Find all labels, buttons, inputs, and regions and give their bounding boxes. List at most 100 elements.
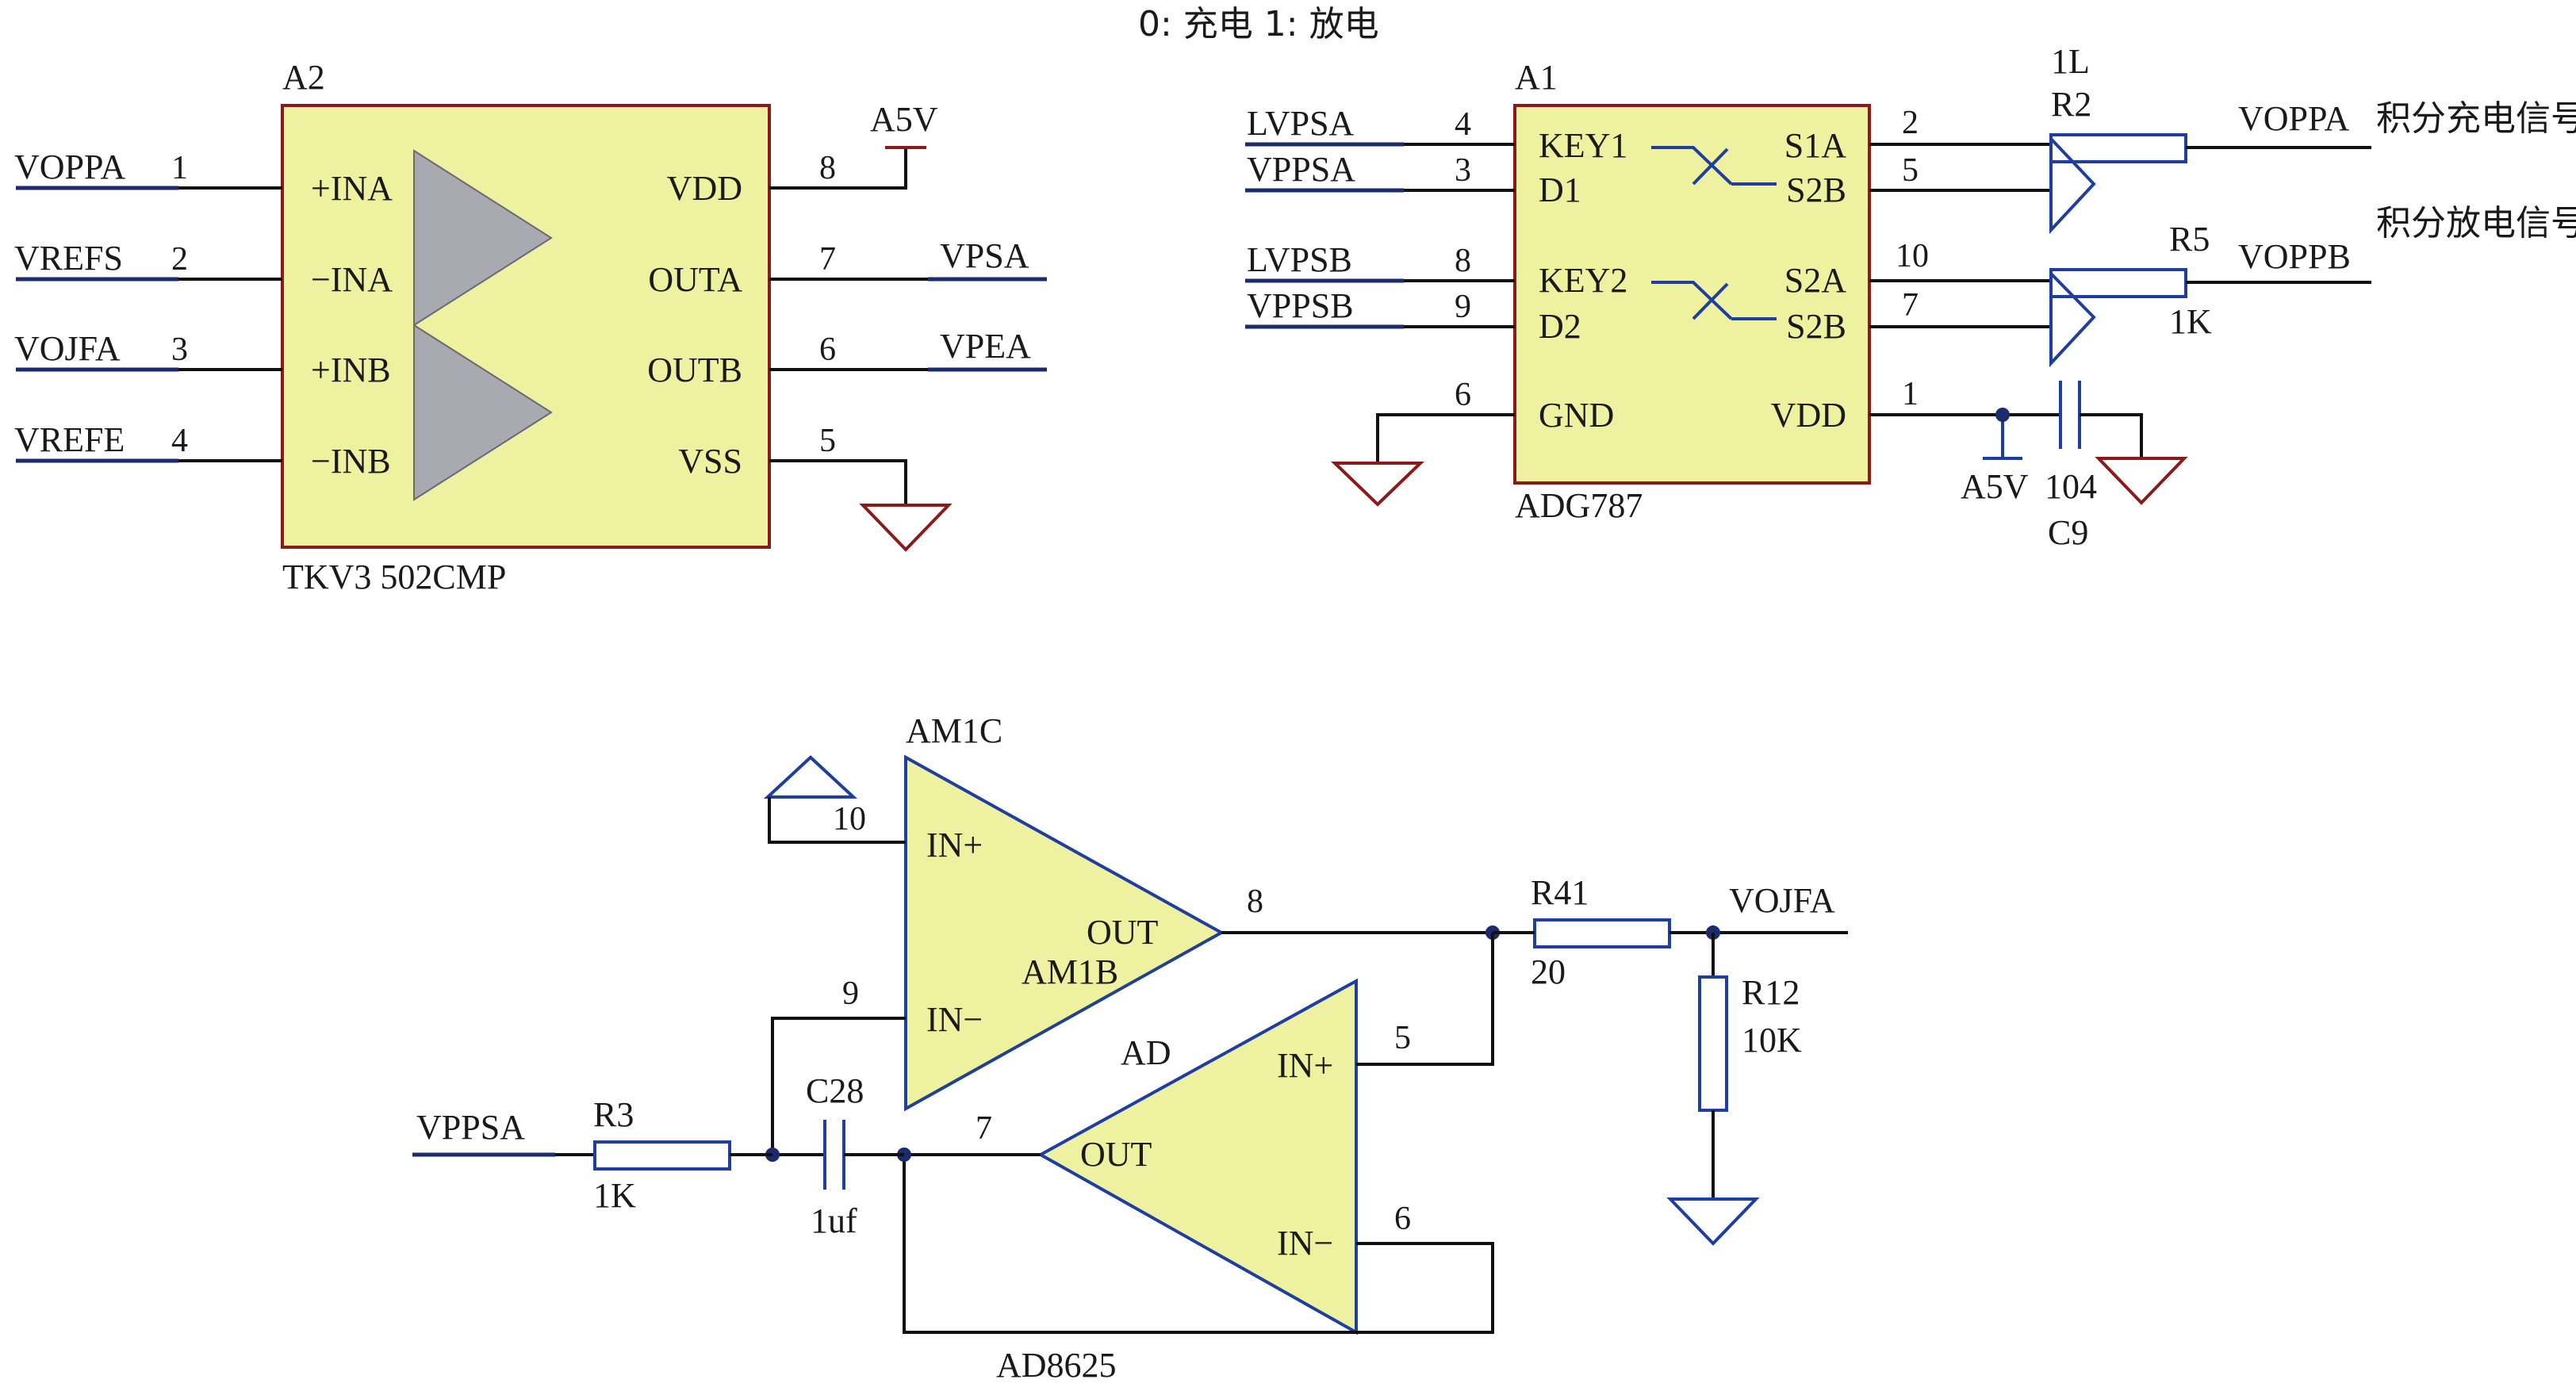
net-vppsb: VPPSB	[1247, 286, 1354, 325]
r5-value: 1K	[2169, 302, 2212, 341]
a1-pin-name: KEY1	[1539, 126, 1627, 165]
am1c-in-plus: IN+	[926, 826, 983, 864]
ground-icon	[1331, 462, 1424, 507]
a2-part: TKV3 502CMP	[282, 558, 506, 596]
a1-pin-num: 4	[1455, 106, 1471, 143]
pin-10: 10	[833, 801, 866, 837]
a1-pin-name: S2B	[1786, 307, 1846, 346]
a2-pin-name: VDD	[667, 169, 742, 208]
junction-dot	[1995, 408, 2010, 422]
r12-resistor	[1698, 975, 1728, 1112]
pin-5: 5	[1394, 1020, 1411, 1056]
net-voppa: VOPPA	[14, 148, 125, 186]
c28-label: C28	[806, 1071, 864, 1110]
chip-a1: A1 ADG787 LVPSA VPPSA LVPSB VPPSB 4 3 8 …	[1245, 58, 1929, 525]
comparator-a-symbol	[413, 149, 553, 327]
am1c-in-minus: IN−	[926, 1000, 983, 1039]
net-lvpsb: LVPSB	[1247, 240, 1352, 279]
a1-pin-name: S1A	[1784, 126, 1846, 165]
r41-label: R41	[1531, 873, 1589, 912]
power-arrow-icon	[763, 755, 858, 799]
a2-pin-name: −INB	[311, 442, 391, 481]
net-lvpsa: LVPSA	[1247, 104, 1355, 143]
r3-resistor	[593, 1140, 731, 1171]
net-a5v-right: A5V	[1961, 467, 2029, 506]
a2-pin-num: 1	[171, 150, 188, 186]
r2-top-label: 1L	[2051, 42, 2090, 81]
a1-pin-num: 8	[1455, 243, 1471, 279]
net-vrefs: VREFS	[14, 239, 123, 278]
a2-pin-name: +INB	[311, 351, 391, 389]
a5v-power-symbol	[1983, 415, 2022, 460]
a2-ref: A2	[282, 58, 325, 97]
chip-a2: A2 TKV3 502CMP VOPPA VREFS VOJFA VREFE 1…	[14, 58, 1047, 596]
r41-value: 20	[1531, 952, 1566, 991]
a2-pin-num: 3	[171, 331, 188, 368]
net-voppa-out: VOPPA	[2238, 99, 2349, 138]
net-vpea: VPEA	[940, 327, 1031, 366]
r12-label: R12	[1742, 973, 1800, 1012]
ground-icon	[1666, 1197, 1760, 1246]
net-vojfa-out: VOJFA	[1729, 881, 1835, 920]
net-vpsa: VPSA	[940, 236, 1029, 275]
r3-value: 1K	[593, 1176, 636, 1215]
a2-pin-name: VSS	[678, 442, 742, 481]
a2-pin-num: 7	[819, 241, 836, 278]
a1-pin-num: 3	[1455, 152, 1471, 189]
a1-pin-num: 7	[1902, 287, 1919, 324]
r3-label: R3	[593, 1095, 634, 1134]
a1-pin-name: D1	[1539, 171, 1581, 209]
a1-ref: A1	[1515, 58, 1558, 97]
a2-pin-name: OUTB	[647, 351, 742, 389]
a2-pin-num: 4	[171, 423, 188, 459]
ad-in-minus: IN−	[1277, 1224, 1333, 1263]
pin-7: 7	[976, 1110, 992, 1147]
a1-pin-num: 5	[1902, 152, 1919, 189]
a1-pin-num: 9	[1455, 289, 1471, 325]
r2-resistor	[2049, 133, 2187, 163]
pin-8: 8	[1247, 883, 1263, 920]
net-vrefe: VREFE	[14, 420, 125, 459]
r2-label: R2	[2051, 85, 2091, 124]
mode-legend: 0: 充电 1: 放电	[1138, 4, 1379, 44]
comparator-b-symbol	[413, 324, 553, 501]
a2-pin-name: +INA	[311, 169, 393, 208]
a1-pin-num: 10	[1896, 238, 1929, 274]
buffer-a-symbol	[2049, 134, 2096, 235]
c9-value: 104	[2045, 467, 2097, 506]
discharge-signal-desc: 积分放电信号	[2376, 203, 2576, 243]
ad8625-opamp-symbol	[1037, 978, 1358, 1335]
ad-in-plus: IN+	[1277, 1046, 1333, 1085]
net-vojfa: VOJFA	[14, 329, 121, 368]
ad8625-label: AD8625	[996, 1346, 1117, 1385]
switch-2-icon	[1651, 281, 1733, 320]
buffer-b-symbol	[2049, 270, 2096, 368]
ground-icon	[2095, 457, 2188, 505]
ad-out: OUT	[1080, 1135, 1152, 1174]
net-vppsa-in: VPPSA	[416, 1108, 525, 1147]
a2-pin-name: OUTA	[648, 260, 742, 299]
a1-pin-name: D2	[1539, 307, 1581, 346]
ad-label: AD	[1121, 1033, 1171, 1072]
a1-pin-name: S2A	[1784, 261, 1846, 300]
net-vppsa: VPPSA	[1247, 150, 1355, 189]
r12-value: 10K	[1742, 1021, 1802, 1060]
a1-pin-num: 1	[1902, 376, 1919, 412]
a1-pin-name: S2B	[1786, 171, 1846, 209]
r5-label: R5	[2169, 220, 2210, 259]
net-a5v: A5V	[870, 100, 938, 139]
a2-pin-num: 2	[171, 241, 188, 278]
ground-icon	[859, 504, 953, 552]
am1c-label: AM1C	[906, 711, 1002, 750]
c9-label: C9	[2048, 513, 2088, 552]
right-output-stage: 1L R2 VOPPA 积分充电信号 R5 1K VOPPB 积分放电信号 A5…	[1869, 42, 2576, 552]
a1-pin-num: 6	[1455, 377, 1471, 413]
a2-pin-name: −INA	[311, 260, 393, 299]
am1c-opamp-symbol	[904, 754, 1225, 1112]
am1b-label: AM1B	[1022, 952, 1118, 991]
a1-pin-num: 2	[1902, 105, 1919, 141]
a1-pin-name: VDD	[1771, 396, 1846, 435]
am1c-out: OUT	[1087, 913, 1159, 952]
a2-pin-num: 5	[819, 423, 836, 459]
